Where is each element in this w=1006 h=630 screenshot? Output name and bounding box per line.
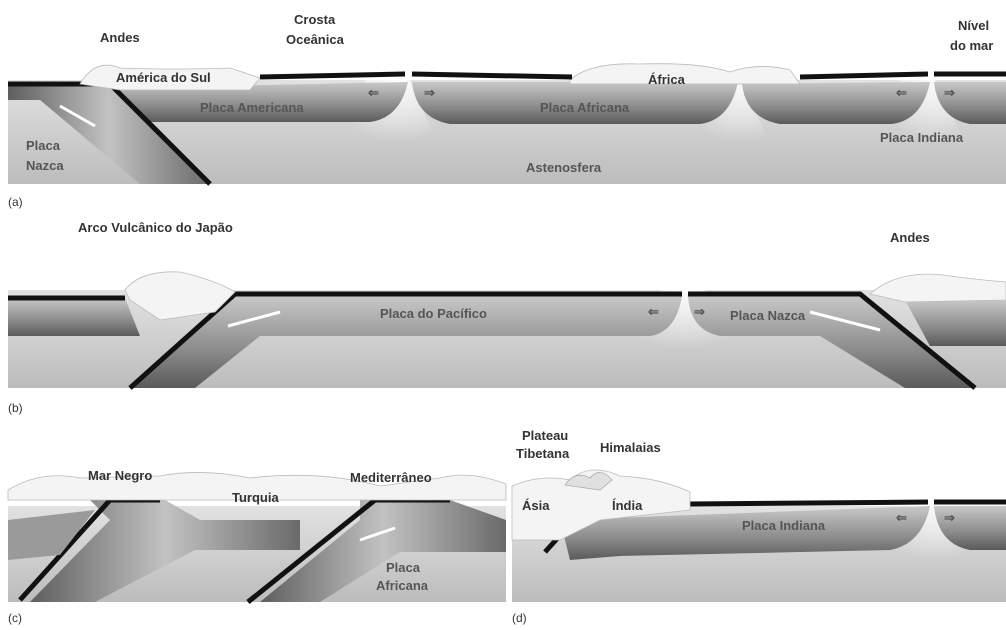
oceanic-crust [690, 502, 928, 504]
arrow-right-icon: ⇒ [694, 304, 705, 319]
placa-nazca-label-1: Placa [26, 138, 61, 153]
placa-americana-label: Placa Americana [200, 100, 304, 115]
mar-negro-label: Mar Negro [88, 468, 152, 483]
oceanic-crust [800, 74, 928, 77]
arco-label: Arco Vulcânico do Japão [78, 220, 233, 235]
panel-c: Mar Negro Mediterrâneo Turquia Placa Afr… [8, 468, 506, 625]
placa-nazca-label-2: Nazca [26, 158, 64, 173]
oceanic-crust [412, 74, 572, 77]
panel-b: ⇐ ⇒ Arco Vulcânico do Japão Andes Placa … [8, 220, 1006, 415]
astenosfera-label: Astenosfera [526, 160, 602, 175]
caption-d: (d) [512, 611, 527, 625]
caption-c: (c) [8, 611, 22, 625]
andes-continent [870, 274, 1006, 302]
arrow-right-icon: ⇒ [944, 510, 955, 525]
asia-label: Ásia [522, 498, 550, 513]
plateau-label-2: Tibetana [516, 446, 570, 461]
arrow-right-icon: ⇒ [944, 85, 955, 100]
turquia-label: Turquia [232, 490, 279, 505]
andes-label: Andes [100, 30, 140, 45]
nivel-label-2: do mar [950, 38, 993, 53]
himalaias-label: Himalaias [600, 440, 661, 455]
india-label: Índia [612, 498, 643, 513]
crosta-label-1: Crosta [294, 12, 336, 27]
placa-nazca-b-label: Placa Nazca [730, 308, 806, 323]
nivel-label-1: Nível [958, 18, 989, 33]
placa-africana-c-label-1: Placa [386, 560, 421, 575]
crosta-label-2: Oceânica [286, 32, 345, 47]
plateau-label-1: Plateau [522, 428, 568, 443]
arrow-left-icon: ⇐ [368, 85, 379, 100]
placa-africana-c-label-2: Africana [376, 578, 429, 593]
africa-label: África [648, 72, 686, 87]
panel-d: ⇐ ⇒ Plateau Tibetana Himalaias Ásia Índi… [512, 428, 1006, 625]
africa-continent [570, 64, 800, 84]
arrow-left-icon: ⇐ [648, 304, 659, 319]
oceanic-crust [260, 74, 405, 77]
arrow-right-icon: ⇒ [424, 85, 435, 100]
caption-a: (a) [8, 195, 23, 209]
mediterraneo-label: Mediterrâneo [350, 470, 432, 485]
andes-b-label: Andes [890, 230, 930, 245]
arrow-left-icon: ⇐ [896, 85, 907, 100]
caption-b: (b) [8, 401, 23, 415]
placa-africana-label: Placa Africana [540, 100, 630, 115]
america-do-sul-label: América do Sul [116, 70, 211, 85]
left-plate [8, 298, 140, 336]
placa-pacifico-label: Placa do Pacífico [380, 306, 487, 321]
placa-indiana-d-label: Placa Indiana [742, 518, 826, 533]
placa-indiana-label: Placa Indiana [880, 130, 964, 145]
panel-a: ⇐ ⇒ ⇐ ⇒ Andes Crosta Oceânica Nível do m… [8, 12, 1006, 209]
arrow-left-icon: ⇐ [896, 510, 907, 525]
